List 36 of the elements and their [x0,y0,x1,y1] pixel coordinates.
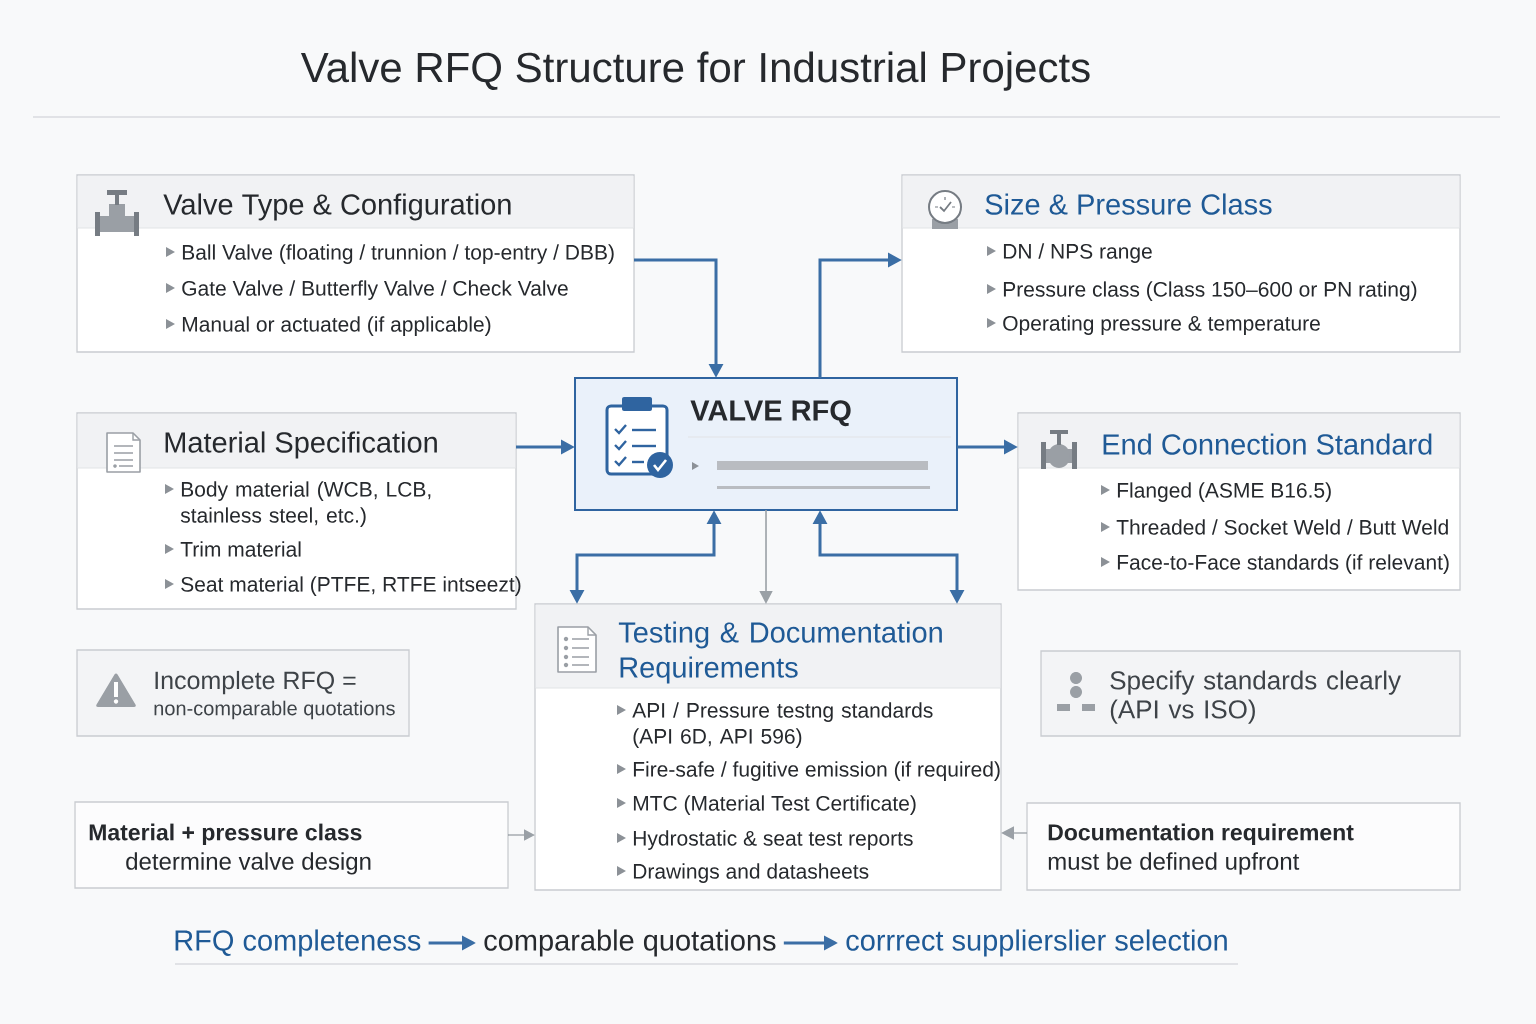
list-item: Operating pressure & temperature [1003,315,1320,335]
list-item: MTC (Material Test Certificate) [633,795,916,815]
list-item: DN / NPS range [1003,243,1152,263]
list-item: Pressure class (Class 150–600 or PN rating) [1003,281,1417,301]
note-text: determine valve design [126,852,371,875]
list-item: Hydrostatic & seat test reports [633,830,913,850]
list-item: Manual or actuated (if applicable) [182,316,491,336]
list-item: Seat material (PTFE, RTFE intseezt) [181,576,521,596]
card-title: Size & Pressure Class [985,193,1272,215]
note-text: Incomplete RFQ = [155,670,356,695]
list-item: Drawings and datasheets [633,863,869,883]
card-title: Testing & Documentation Requirements [618,621,942,684]
list-item: API / Pressure testng standards (API 6D, API 596) [632,702,933,748]
list-item: Gate Valve / Butterfly Valve / Check Valve [182,280,568,300]
list-item: Threaded / Socket Weld / Butt Weld [1116,519,1448,535]
note-text: must be defined upfront [1048,852,1300,875]
note-text: Material + pressure class [89,823,362,846]
box-title: VALVE RFQ [690,400,851,427]
flow-text: corrrect supplierslier selection [846,929,1227,957]
list-item: Flanged (ASME B16.5) [1117,482,1331,502]
list-item: Face-to-Face standards (if relevant) [1117,554,1449,574]
note-text: Documentation requirement [1048,823,1354,846]
flow-text: RFQ completeness [175,929,421,957]
list-item: Ball Valve (floating / trunnion / top-entry / DBB) [182,244,614,264]
flow-text: comparable quotations [484,929,776,957]
arrow [1001,826,1028,840]
page-title: Valve RFQ Structure for Industrial Projects [300,51,1090,91]
note-text: non-comparable quotations [154,700,395,720]
note-text: Specify standards clearly (API vs ISO) [1110,670,1401,724]
list-item: Body material (WCB, LCB, stainless steel, etc.) [180,481,431,527]
list-item: Trim material [180,541,301,557]
list-item: Fire-safe / fugitive emission (if required) [633,761,1000,781]
arrow [507,829,535,841]
card-title: End Connection Standard [1103,433,1432,455]
card-title: Valve Type & Configuration [163,193,511,221]
card-title: Material Specification [165,431,437,459]
